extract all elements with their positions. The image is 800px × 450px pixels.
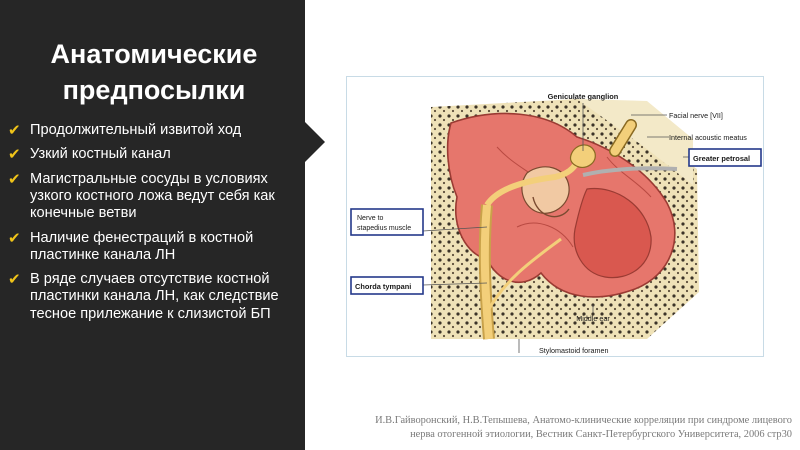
bullet-list: ✔ Продолжительный извитой ход ✔ Узкий кост… — [8, 122, 300, 330]
citation: И.В.Гайворонский, Н.В.Тепышева, Анатомо-… — [322, 414, 792, 442]
greater-petrosal-box — [688, 148, 762, 167]
label-stylomastoid-foramen: Stylomastoid foramen — [539, 346, 609, 355]
bullet-item: ✔ Продолжительный извитой ход — [8, 122, 300, 139]
chorda-tympani-box — [350, 276, 424, 295]
checkmark-icon: ✔ — [8, 122, 21, 139]
bullet-text: Продолжительный извитой ход — [30, 122, 242, 138]
bullet-text: Магистральные сосуды в условиях узкого к… — [30, 170, 275, 222]
slide-title: Анатомические предпосылки — [14, 36, 294, 108]
label-nerve-to-stapedius-2: stapedius muscle — [357, 225, 411, 232]
bullet-item: ✔ Магистральные сосуды в условиях узкого … — [8, 171, 300, 223]
label-chorda-tympani: Chorda tympani — [355, 282, 411, 291]
facial-nerve-vii-fill — [610, 120, 636, 156]
bullet-item: ✔ Наличие фенестраций в костной пластинке… — [8, 230, 300, 264]
bullet-text: Узкий костный канал — [30, 146, 171, 163]
chorda-tympani-nerve — [487, 237, 562, 310]
facial-nerve — [480, 204, 493, 340]
label-internal-acoustic-meatus: Internal acoustic meatus — [669, 133, 747, 142]
greater-petrosal-nerve — [582, 166, 678, 177]
upper-bone-plate — [577, 99, 693, 185]
label-greater-petrosal: Greater petrosal — [693, 154, 750, 163]
panel-notch — [305, 122, 325, 162]
label-nerve-to-stapedius-1: Nerve to — [357, 215, 384, 222]
bullet-text: В ряде случаев отсутствие костной пласти… — [30, 271, 279, 322]
citation-line-1: И.В.Гайворонский, Н.В.Тепышева, Анатомо-… — [375, 415, 792, 426]
label-facial-nerve: Facial nerve [VII] — [669, 111, 723, 120]
title-line-1: Анатомические — [50, 39, 258, 69]
citation-line-2: нерва отогенной этиологии, Вестник Санкт… — [410, 429, 792, 440]
checkmark-icon: ✔ — [8, 170, 21, 188]
anatomy-illustration: Geniculate ganglion Facial nerve [VII] I… — [350, 92, 762, 355]
checkmark-icon: ✔ — [8, 146, 21, 164]
bullet-text: Наличие фенестраций в костной пластинке … — [30, 229, 254, 263]
leader-lines — [422, 103, 689, 353]
title-line-2: предпосылки — [62, 75, 246, 105]
label-middle-ear: Middle ear — [576, 314, 610, 323]
bullet-item: ✔ В ряде случаев отсутствие костной пласт… — [8, 271, 300, 323]
anatomy-figure: Geniculate ganglion Facial nerve [VII] I… — [346, 76, 764, 357]
label-geniculate-ganglion: Geniculate ganglion — [548, 92, 619, 101]
left-panel — [0, 0, 305, 450]
bullet-item: ✔ Узкий костный канал — [8, 146, 300, 163]
checkmark-icon: ✔ — [8, 271, 21, 289]
checkmark-icon: ✔ — [8, 229, 21, 247]
mucosa-fold — [573, 187, 652, 279]
nerve-to-stapedius-box — [350, 208, 424, 236]
ossicle-arch — [532, 196, 570, 218]
